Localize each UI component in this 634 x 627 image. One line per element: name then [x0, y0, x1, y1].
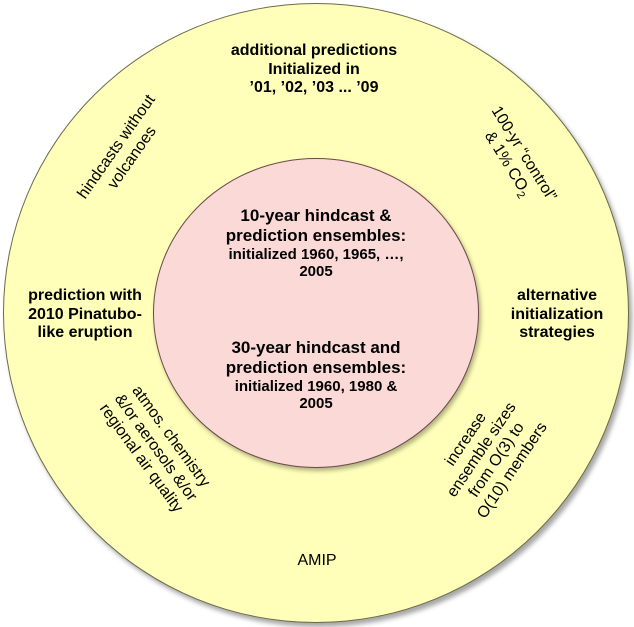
label-30-year-hindcast: 30-year hindcast and prediction ensemble… [225, 338, 407, 413]
label-additional-predictions: additional predictions Initialized in ’0… [230, 42, 398, 97]
label-alternative-initialization: alternative initialization strategies [510, 287, 604, 342]
label-pinatubo-eruption: prediction with 2010 Pinatubo- like erup… [28, 287, 142, 342]
label-10-year-hindcast: 10-year hindcast & prediction ensembles:… [225, 206, 407, 281]
inner-circle [153, 158, 479, 468]
label-amip: AMIP [297, 552, 337, 569]
